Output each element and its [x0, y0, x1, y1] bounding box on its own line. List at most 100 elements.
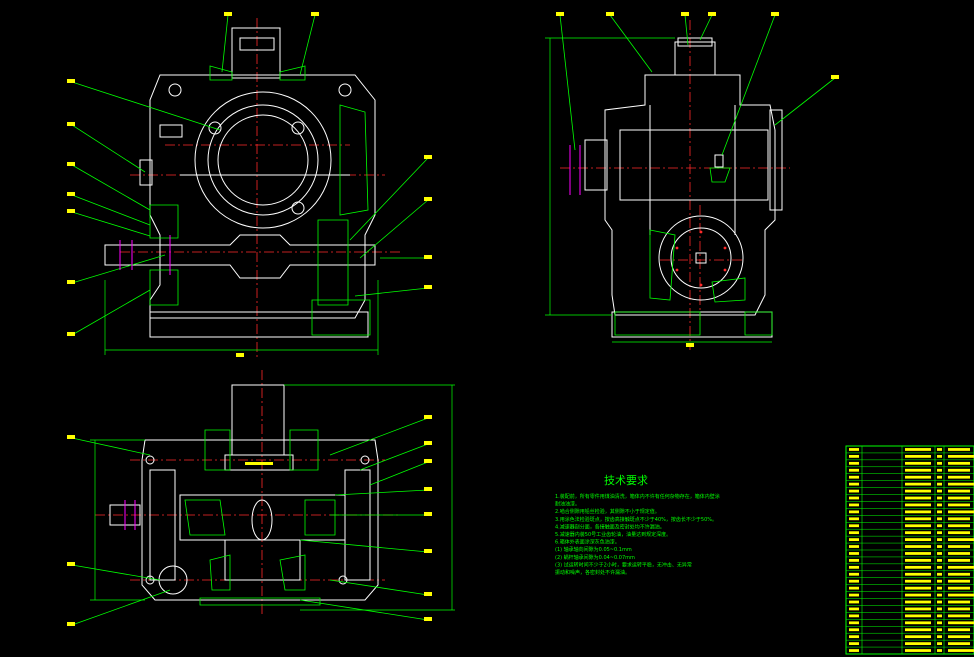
table-cell-text: [905, 496, 931, 500]
table-cell-text: [905, 475, 931, 479]
table-cell-text: [937, 649, 942, 652]
table-cell-text: [948, 489, 970, 493]
table-cell-text: [905, 489, 931, 493]
table-cell-text: [905, 621, 931, 625]
table-cell-text: [905, 461, 931, 465]
table-cell-text: [905, 448, 931, 451]
table-cell-text: [948, 565, 974, 569]
table-cell-text: [849, 448, 859, 451]
table-cell-text: [948, 531, 970, 535]
table-cell-text: [937, 586, 942, 590]
table-cell-text: [905, 552, 931, 555]
table-cell-text: [937, 448, 942, 451]
table-cell-text: [948, 593, 974, 597]
technical-requirement-line: 3.用涂色法检验斑点，按齿高接触斑点不少于40%，按齿长不少于50%。: [555, 516, 717, 523]
table-cell-text: [849, 538, 859, 541]
table-cell-text: [948, 559, 970, 562]
table-cell-text: [937, 461, 942, 465]
table-cell-text: [948, 510, 974, 514]
technical-requirement-line: (1) 轴承轴向间隙为0.05~0.1mm: [555, 546, 632, 553]
table-cell-text: [937, 510, 942, 514]
table-cell-text: [937, 468, 942, 472]
table-cell-text: [937, 642, 942, 645]
table-cell-text: [937, 531, 942, 535]
technical-requirement-line: 1.装配前，所有零件用煤油清洗，箱体内不许有任何杂物存在，箱体内壁涂: [555, 493, 720, 500]
table-cell-text: [849, 517, 859, 521]
table-cell-text: [937, 517, 942, 521]
table-cell-text: [937, 538, 942, 541]
table-cell-text: [937, 621, 942, 625]
table-cell-text: [937, 552, 942, 555]
table-cell-text: [849, 586, 859, 590]
table-cell-text: [849, 489, 859, 493]
table-cell-text: [937, 455, 942, 458]
table-cell-text: [948, 517, 970, 521]
table-cell-text: [849, 552, 859, 555]
table-cell-text: [905, 628, 931, 632]
table-cell-text: [948, 552, 970, 555]
table-cell-text: [905, 572, 931, 576]
table-cell-text: [937, 565, 942, 569]
table-cell-text: [849, 545, 859, 548]
technical-requirements: 技术要求 1.装配前，所有零件用煤油清洗，箱体内不许有任何杂物存在，箱体内壁涂 …: [555, 474, 720, 576]
table-cell-text: [905, 642, 931, 645]
plan-view: [67, 370, 455, 626]
table-cell-text: [937, 572, 942, 576]
technical-requirement-line: 6.箱体外表面涂深灰色油漆。: [555, 539, 620, 546]
table-cell-text: [937, 579, 942, 583]
table-cell-text: [905, 559, 931, 562]
table-cell-text: [849, 593, 859, 597]
table-cell-text: [849, 565, 859, 569]
table-cell-text: [849, 475, 859, 479]
table-cell-text: [849, 628, 859, 632]
table-cell-text: [849, 496, 859, 500]
table-cell-text: [905, 607, 931, 611]
table-cell-text: [937, 628, 942, 632]
table-cell-text: [905, 586, 931, 590]
table-cell-text: [948, 455, 974, 458]
technical-requirement-line: (3) 试运转时间不少于2小时，要求运转平稳，无冲击、无异常: [555, 561, 692, 568]
table-cell-text: [948, 649, 974, 652]
table-cell-text: [849, 510, 859, 514]
table-cell-text: [948, 642, 970, 645]
table-cell-text: [905, 524, 931, 528]
table-cell-text: [948, 614, 970, 618]
table-cell-text: [948, 468, 970, 472]
table-cell-text: [948, 461, 970, 465]
table-cell-text: [937, 607, 942, 611]
technical-requirement-line: 耐油油漆。: [555, 501, 580, 508]
table-cell-text: [948, 621, 974, 625]
table-cell-text: [905, 649, 931, 652]
table-cell-text: [849, 468, 859, 472]
table-cell-text: [937, 559, 942, 562]
table-cell-text: [905, 538, 931, 541]
table-cell-text: [905, 517, 931, 521]
side-view: [545, 12, 839, 350]
table-cell-text: [849, 614, 859, 618]
table-cell-text: [905, 468, 931, 472]
table-cell-text: [849, 455, 859, 458]
table-cell-text: [849, 579, 859, 583]
table-cell-text: [948, 524, 970, 528]
table-cell-text: [849, 621, 859, 625]
table-cell-text: [948, 628, 970, 632]
table-cell-text: [905, 545, 931, 548]
table-cell-text: [849, 600, 859, 604]
table-cell-text: [905, 510, 931, 514]
table-cell-text: [849, 524, 859, 528]
table-cell-text: [948, 496, 970, 500]
table-cell-text: [937, 503, 942, 507]
table-cell-text: [905, 600, 931, 604]
table-cell-text: [849, 482, 859, 486]
table-cell-text: [849, 503, 859, 507]
table-cell-text: [948, 538, 974, 541]
table-cell-text: [948, 635, 970, 639]
table-cell-text: [905, 482, 931, 486]
table-cell-text: [905, 593, 931, 597]
table-cell-text: [948, 475, 970, 479]
table-cell-text: [948, 579, 970, 583]
table-cell-text: [948, 586, 970, 590]
table-cell-text: [948, 482, 974, 486]
table-cell-text: [937, 524, 942, 528]
